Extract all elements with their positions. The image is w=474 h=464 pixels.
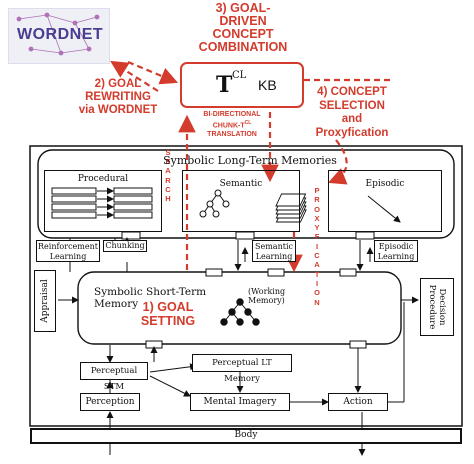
search-label: S E A R C H [165, 148, 171, 204]
appraisal-box: Appraisal [34, 270, 56, 332]
rewrite-arrow-in [127, 60, 179, 85]
mental-imagery-box: Mental Imagery [190, 393, 290, 411]
working-memory-tree-icon [220, 298, 260, 326]
wordnet-network-icon [16, 12, 100, 56]
body-bar: Body [30, 428, 462, 444]
perceptual-ltm-box: Perceptual LT Memory [192, 354, 292, 384]
episodic-box: Episodic [328, 170, 442, 232]
selection-arrow [327, 139, 348, 185]
episodic-label: Episodic [365, 179, 405, 189]
kb-symbol: T [216, 72, 233, 98]
perceptual-stm-box: Perceptual STM [80, 362, 148, 392]
decision-procedure-box: Decision Procedure [420, 278, 454, 336]
step4-label: 4) CONCEPT SELECTION and Proxyfication [315, 86, 389, 139]
semantic-learning-box: Semantic Learning [252, 240, 296, 262]
action-box: Action [328, 393, 388, 411]
semantic-box: Semantic [182, 170, 300, 232]
kb-suffix: KB [258, 77, 277, 93]
wordnet-logo-text: WORDNET [17, 26, 104, 43]
procedural-box: Procedural [44, 170, 162, 232]
semantic-label: Semantic [219, 179, 263, 189]
episodic-stack-icon [275, 193, 401, 223]
perception-box: Perception [80, 393, 140, 411]
reinforcement-learning-box: Reinforcement Learning [36, 240, 100, 262]
chunking-box: Chunking [103, 240, 147, 252]
stm-subtitle: (Working Memory) [248, 287, 286, 305]
step2-label: 2) GOAL REWRITING via WORDNET [78, 78, 158, 116]
kb-superscript: CL [232, 70, 247, 81]
rewrite-arrow-out [110, 60, 159, 92]
step3-label: 3) GOAL- DRIVEN CONCEPT COMBINATION [198, 1, 288, 54]
stm-container [77, 271, 402, 345]
translation-label: BI-DIRECTIONAL CHUNK-TCL TRANSLATION [203, 111, 261, 139]
procedural-label: Procedural [77, 174, 129, 184]
procedural-icon [51, 187, 153, 219]
body-label: Body [234, 430, 258, 440]
episodic-learning-box: Episodic Learning [374, 240, 418, 262]
step1-label: 1) GOAL SETTING [140, 300, 196, 328]
stm-title: Symbolic Short-Term Memory [94, 286, 207, 310]
tcl-kb-box: T CL KB [180, 62, 304, 108]
proxyfication-label: P R O X Y F I C A T I O N [314, 186, 320, 307]
ltm-title: Symbolic Long-Term Memories [163, 154, 337, 167]
semantic-tree-icon [199, 189, 230, 218]
architecture-frame [29, 145, 463, 427]
wordnet-logo: WORDNET [8, 8, 110, 64]
